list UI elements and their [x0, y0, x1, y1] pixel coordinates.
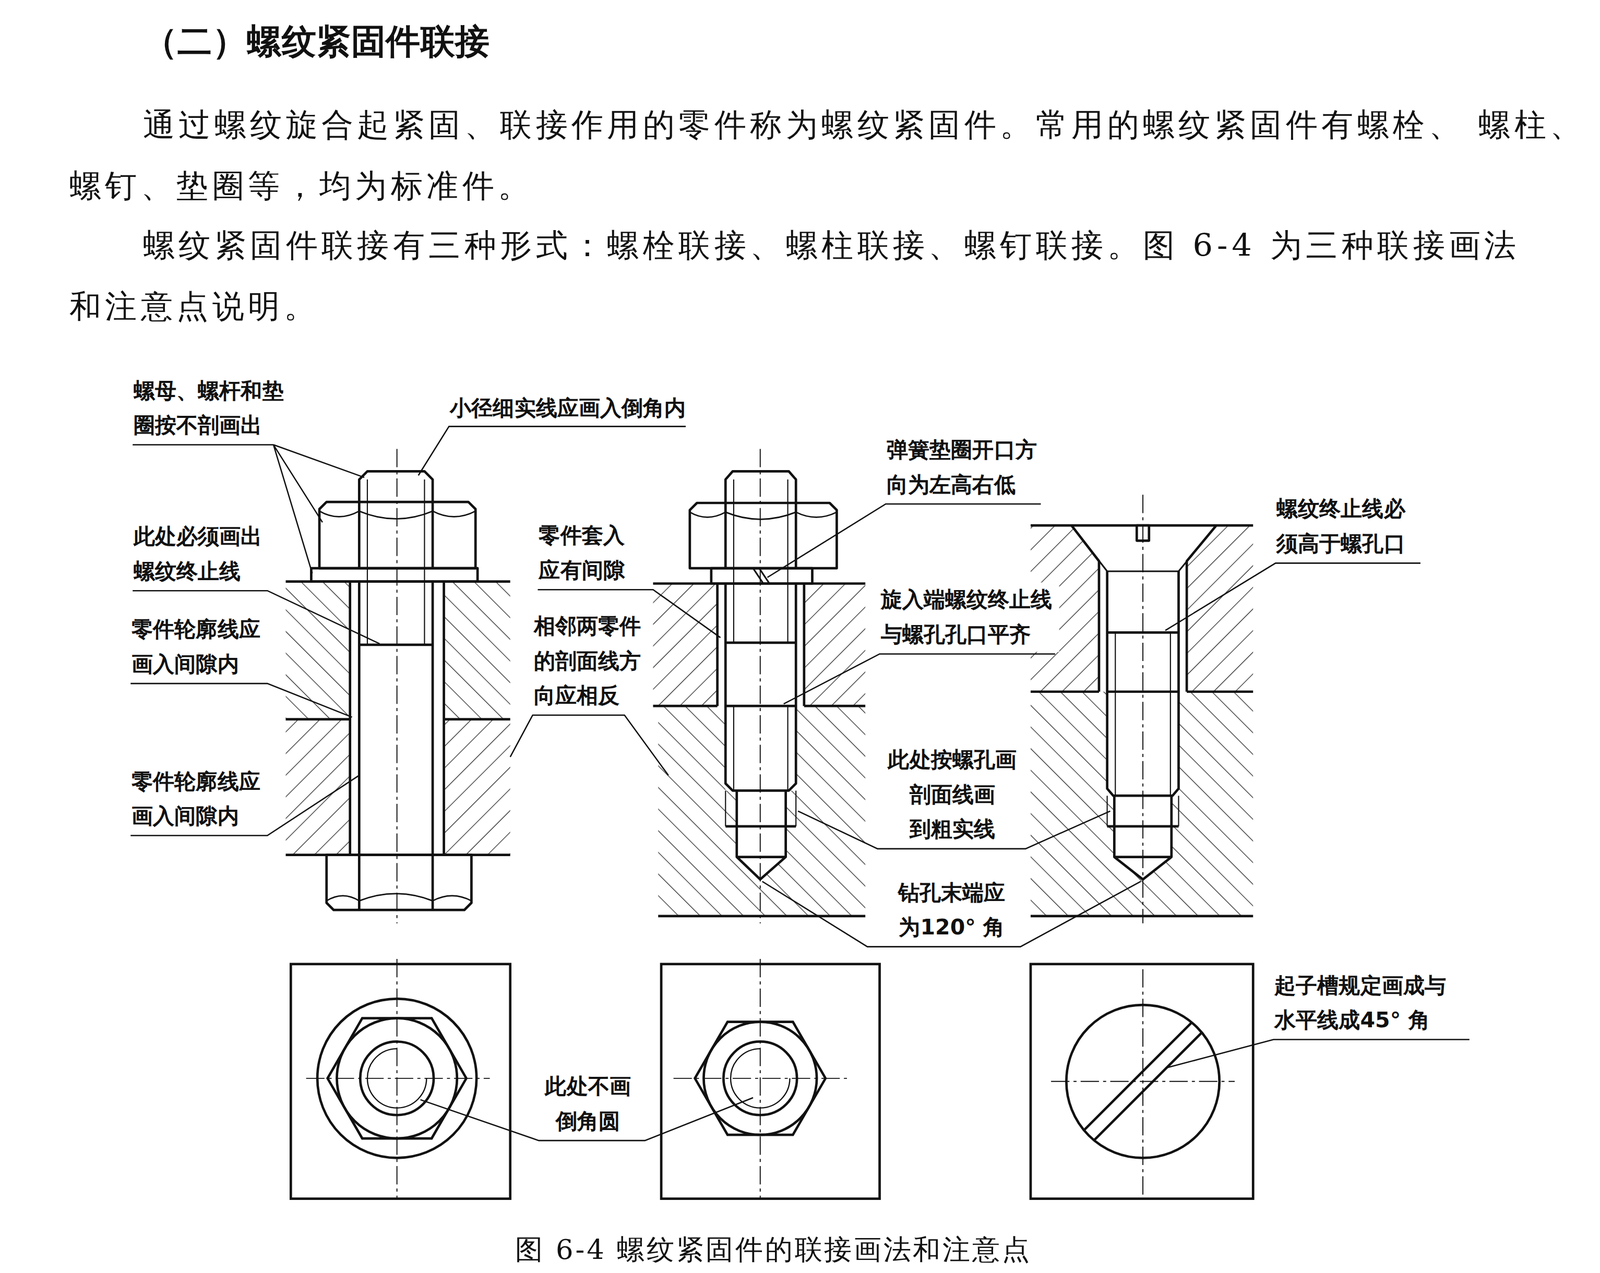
- screw-joint-part: [1071, 525, 1217, 572]
- leader-lines-part: [1165, 563, 1421, 631]
- top-view-bolt-part: [306, 959, 491, 1200]
- stud-joint-part: [753, 568, 770, 584]
- top-view-screw-part: [1051, 969, 1235, 1200]
- callout-note: 相邻两零件 的剖面线方 向应相反: [532, 609, 649, 713]
- screw-joint-part: [1030, 691, 1253, 917]
- callout-note: 螺纹终止线必 须高于螺孔口: [1275, 492, 1413, 562]
- section-heading: （二）螺纹紧固件联接: [142, 18, 491, 64]
- leader-lines-part: [130, 683, 352, 718]
- stud-joint-part: [725, 790, 796, 880]
- figure-caption: 图 6-4 螺纹紧固件的联接画法和注意点: [515, 1232, 1032, 1268]
- callout-note: 此处不画 倒角圆: [540, 1069, 635, 1139]
- callout-note: 此处必须画出 螺纹终止线: [132, 519, 270, 589]
- stud-joint-part: [652, 583, 718, 707]
- callout-note: 弹簧垫圈开口方 向为左高右低: [885, 432, 1045, 503]
- top-view-screw-part: [1030, 964, 1253, 1200]
- bolt-joint-part: [367, 479, 425, 646]
- stud-joint-part: [652, 583, 866, 916]
- callout-note: 旋入端螺纹终止线 与螺孔孔口平齐: [879, 582, 1060, 653]
- stud-joint-part: [658, 706, 866, 917]
- bolt-joint-part: [359, 471, 433, 503]
- screw-joint: [1030, 494, 1253, 924]
- leader-lines-part: [1165, 1040, 1470, 1069]
- screw-joint-part: [1030, 525, 1253, 917]
- top-view-stud-part: [673, 959, 847, 1200]
- leader-lines-part: [767, 504, 1041, 578]
- stud-joint: [652, 448, 866, 924]
- top-view-stud-part: [661, 964, 880, 1200]
- leader-lines: [130, 426, 1470, 1141]
- callout-note: 起子槽规定画成与 水平线成45° 角: [1273, 968, 1456, 1038]
- bolt-joint-part: [326, 893, 472, 902]
- stud-joint-part: [804, 583, 866, 707]
- bolt-joint-part: [444, 581, 511, 720]
- stud-joint-part: [725, 790, 796, 827]
- top-view-screw: [1030, 964, 1253, 1200]
- leader-lines-part: [510, 715, 669, 776]
- stud-joint-part: [689, 512, 838, 520]
- leader-lines-part: [418, 426, 686, 476]
- callout-note: 零件套入 应有间隙: [537, 518, 632, 588]
- stud-joint-part: [725, 583, 796, 791]
- screw-joint-part: [1142, 494, 1144, 924]
- bolt-joint-part: [359, 855, 433, 911]
- stud-joint-part: [725, 503, 796, 569]
- bolt-joint-part: [285, 581, 351, 720]
- leader-lines-part: [783, 653, 1056, 704]
- callout-note: 此处按螺孔画 剖面线画 到粗实线: [883, 743, 1021, 847]
- stud-joint-part: [733, 479, 788, 791]
- top-view-stud: [661, 959, 880, 1200]
- callout-note: 钻孔末端应 为120° 角: [892, 875, 1011, 946]
- bolt-joint-part: [311, 568, 478, 582]
- bolt-joint-part: [359, 502, 433, 569]
- stud-joint-part: [725, 471, 796, 504]
- callout-note: 小径细实线应画入倒角内: [448, 390, 687, 426]
- bolt-joint-part: [326, 855, 472, 911]
- top-view-bolt-part: [290, 964, 510, 1200]
- callout-note: 螺母、螺杆和垫 圈按不剖画出: [132, 373, 292, 444]
- paragraph: 通过螺纹旋合起紧固、联接作用的零件称为螺纹紧固件。常用的螺纹紧固件有螺栓、 螺柱…: [69, 93, 1591, 217]
- screw-joint-part: [1030, 525, 1253, 692]
- stud-joint-part: [711, 568, 813, 584]
- paragraph: 螺纹紧固件联接有三种形式：螺栓联接、螺柱联接、螺钉联接。图 6-4 为三种联接画…: [69, 214, 1591, 338]
- bolt-joint-part: [444, 719, 511, 856]
- bolt-joint-part: [285, 581, 511, 856]
- top-view-bolt: [290, 959, 510, 1200]
- bolt-joint-part: [359, 581, 433, 856]
- bolt-joint-part: [396, 448, 398, 924]
- bolt-joint: [285, 448, 511, 924]
- callout-note: 零件轮廓线应 画入间隙内: [130, 612, 268, 682]
- callout-note: 零件轮廓线应 画入间隙内: [130, 764, 268, 834]
- stud-joint-part: [759, 448, 761, 924]
- stud-joint-part: [689, 503, 838, 569]
